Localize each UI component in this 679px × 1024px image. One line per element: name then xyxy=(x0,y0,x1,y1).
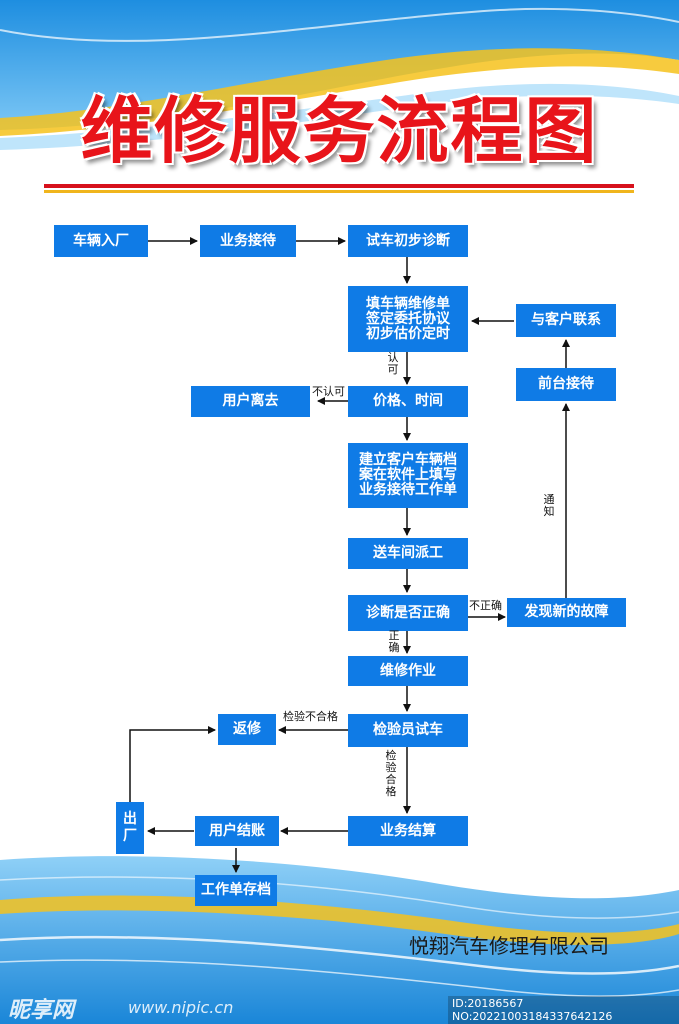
node-label: 工作单存档 xyxy=(201,882,271,898)
node-reception: 业务接待 xyxy=(200,225,296,257)
node-dispatch: 送车间派工 xyxy=(348,538,468,569)
edge-label-incorrect: 不正确 xyxy=(469,599,502,612)
node-label: 试车初步诊断 xyxy=(366,232,450,249)
node-label-line-2: 签定委托协议 xyxy=(366,310,450,327)
node-label: 发现新的故障 xyxy=(524,604,609,620)
edge-label-correct: 正确 xyxy=(388,629,400,654)
node-fill-order: 填车辆维修单 签定委托协议 初步估价定时 xyxy=(348,286,468,352)
watermark-logo: 昵享网 xyxy=(8,998,75,1023)
node-label: 业务接待 xyxy=(220,232,276,249)
company-name: 悦翔汽车修理有限公司 xyxy=(409,934,609,958)
node-label: 用户结账 xyxy=(209,822,265,839)
node-label-line-1: 填车辆维修单 xyxy=(366,295,450,312)
node-front-desk: 前台接待 xyxy=(516,368,616,401)
edge-label-inspect-fail: 检验不合格 xyxy=(283,710,338,723)
node-user-leave: 用户离去 xyxy=(191,386,310,417)
watermark-id: ID:20186567 NO:20221003184337642126 xyxy=(448,996,679,1024)
node-label: 出厂 xyxy=(123,811,137,844)
node-label: 诊断是否正确 xyxy=(366,604,450,621)
edge-label-inspect-pass: 检验合格 xyxy=(385,749,397,798)
node-label: 返修 xyxy=(233,721,261,737)
edge-label-not-approve: 不认可 xyxy=(312,385,345,398)
node-price-time: 价格、时间 xyxy=(348,386,468,417)
node-vehicle-entry: 车辆入厂 xyxy=(54,225,148,257)
node-inspector-test: 检验员试车 xyxy=(348,714,468,747)
node-label-line-3: 初步估价定时 xyxy=(366,325,450,342)
node-work-archive: 工作单存档 xyxy=(195,875,277,906)
node-new-fault: 发现新的故障 xyxy=(507,598,626,627)
title-underline-red xyxy=(44,184,634,188)
node-label-line-1: 建立客户车辆档 xyxy=(359,452,457,468)
node-create-file: 建立客户车辆档 案在软件上填写 业务接待工作单 xyxy=(348,443,468,508)
page-title: 维修服务流程图 xyxy=(80,89,599,173)
node-exit-factory: 出厂 xyxy=(116,802,144,854)
title-underline-yellow xyxy=(44,190,634,193)
node-label: 价格、时间 xyxy=(373,393,443,409)
node-label: 用户离去 xyxy=(222,393,279,409)
node-label: 业务结算 xyxy=(380,822,436,839)
node-label: 检验员试车 xyxy=(373,722,443,738)
watermark-url: www.nipic.cn xyxy=(128,998,234,1017)
node-label: 与客户联系 xyxy=(531,312,601,328)
node-repair-work: 维修作业 xyxy=(348,656,468,686)
node-label: 前台接待 xyxy=(538,376,594,392)
node-label-line-3: 业务接待工作单 xyxy=(359,482,457,498)
node-test-drive: 试车初步诊断 xyxy=(348,225,468,257)
node-contact-customer: 与客户联系 xyxy=(516,304,616,337)
node-user-checkout: 用户结账 xyxy=(195,816,279,846)
node-business-settle: 业务结算 xyxy=(348,816,468,846)
node-label: 送车间派工 xyxy=(373,545,443,561)
node-label: 车辆入厂 xyxy=(73,232,129,249)
arrow-exit-to-rework xyxy=(129,726,216,802)
node-diagnosis-check: 诊断是否正确 xyxy=(348,595,468,631)
edge-label-approve: 认可 xyxy=(387,351,399,376)
node-rework: 返修 xyxy=(218,714,276,745)
node-label: 维修作业 xyxy=(380,662,436,679)
node-label-line-2: 案在软件上填写 xyxy=(359,467,457,483)
edge-label-notify: 通知 xyxy=(543,493,555,518)
